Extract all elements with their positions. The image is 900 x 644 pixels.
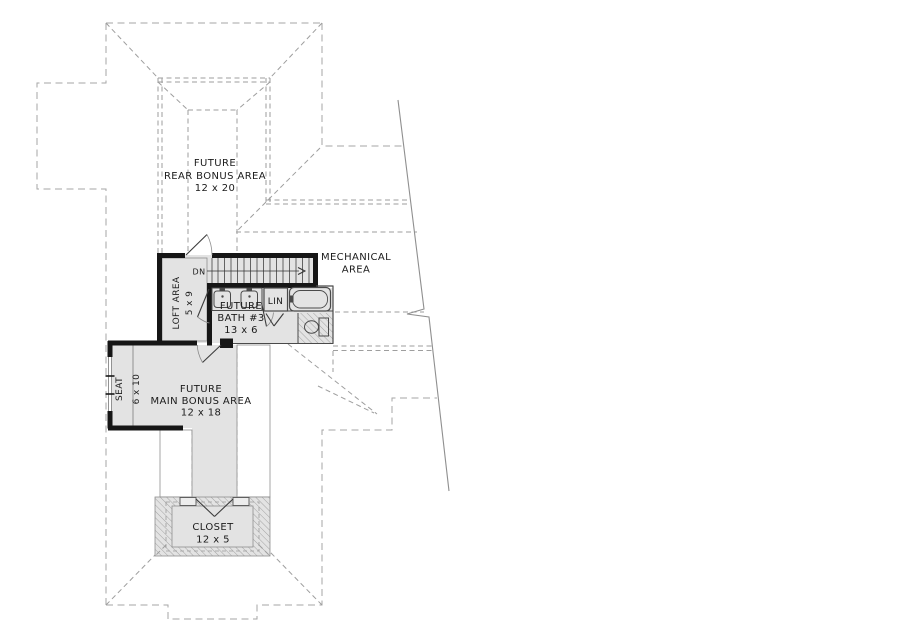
toilet-bowl (304, 320, 319, 334)
roof-hip-lines (105, 22, 424, 606)
closet-details (154, 496, 271, 557)
closet-door-right (214, 498, 234, 517)
svg-text:5 x 9: 5 x 9 (185, 291, 195, 316)
rear-bonus-label: FUTURE (194, 158, 236, 169)
seat-window (105, 357, 115, 411)
linen-door (265, 313, 275, 327)
bath-label: FUTURE (220, 301, 262, 312)
svg-text:13 x 6: 13 x 6 (224, 325, 258, 336)
knee-wall-lines (157, 77, 432, 497)
break-line (397, 99, 450, 492)
svg-text:AREA: AREA (342, 265, 371, 276)
stair-arrow-icon (297, 267, 307, 275)
linen-closet-box (263, 287, 289, 312)
left-slope-hatch (159, 429, 193, 498)
svg-text:12 x 5: 12 x 5 (196, 535, 230, 546)
stair-hall-door (185, 234, 208, 256)
bonus-room-door (202, 344, 222, 363)
tub-faucet-icon (290, 295, 294, 303)
doors (179, 234, 284, 517)
roof-outline (36, 22, 437, 620)
room-labels: FUTURE REAR BONUS AREA 12 x 20 MECHANICA… (115, 158, 391, 546)
staircase (207, 258, 310, 283)
faucet-left-icon (219, 288, 225, 292)
svg-text:MAIN BONUS AREA: MAIN BONUS AREA (151, 396, 252, 407)
seat-label: SEAT (115, 377, 125, 401)
svg-text:REAR BONUS AREA: REAR BONUS AREA (164, 171, 266, 182)
walls (107, 253, 318, 431)
main-bonus-label: FUTURE (180, 384, 222, 395)
vanity-counter (211, 287, 263, 311)
svg-text:BATH #3: BATH #3 (217, 313, 264, 324)
closet-door-left (195, 498, 215, 517)
svg-text:12 x 18: 12 x 18 (181, 408, 222, 419)
mechanical-area-label: MECHANICAL (321, 252, 391, 263)
stairs-dn-label: DN (193, 268, 206, 277)
closet-wall-hatch (155, 497, 270, 556)
linen-label: LIN (268, 297, 284, 307)
bath-door (196, 288, 210, 318)
stair-treads (217, 258, 310, 283)
closet-jamb-right (232, 497, 250, 506)
tub-room-door (260, 302, 268, 327)
bath-fixtures (211, 286, 332, 337)
loft-area-label: LOFT AREA (172, 276, 182, 329)
right-slope-hatch (236, 344, 271, 498)
closet-label: CLOSET (192, 522, 234, 533)
faucet-right-icon (246, 288, 252, 292)
closet-jamb-left (179, 497, 197, 506)
svg-text:6 x 10: 6 x 10 (132, 374, 142, 405)
svg-text:12 x 20: 12 x 20 (195, 183, 236, 194)
bathtub (288, 286, 332, 312)
